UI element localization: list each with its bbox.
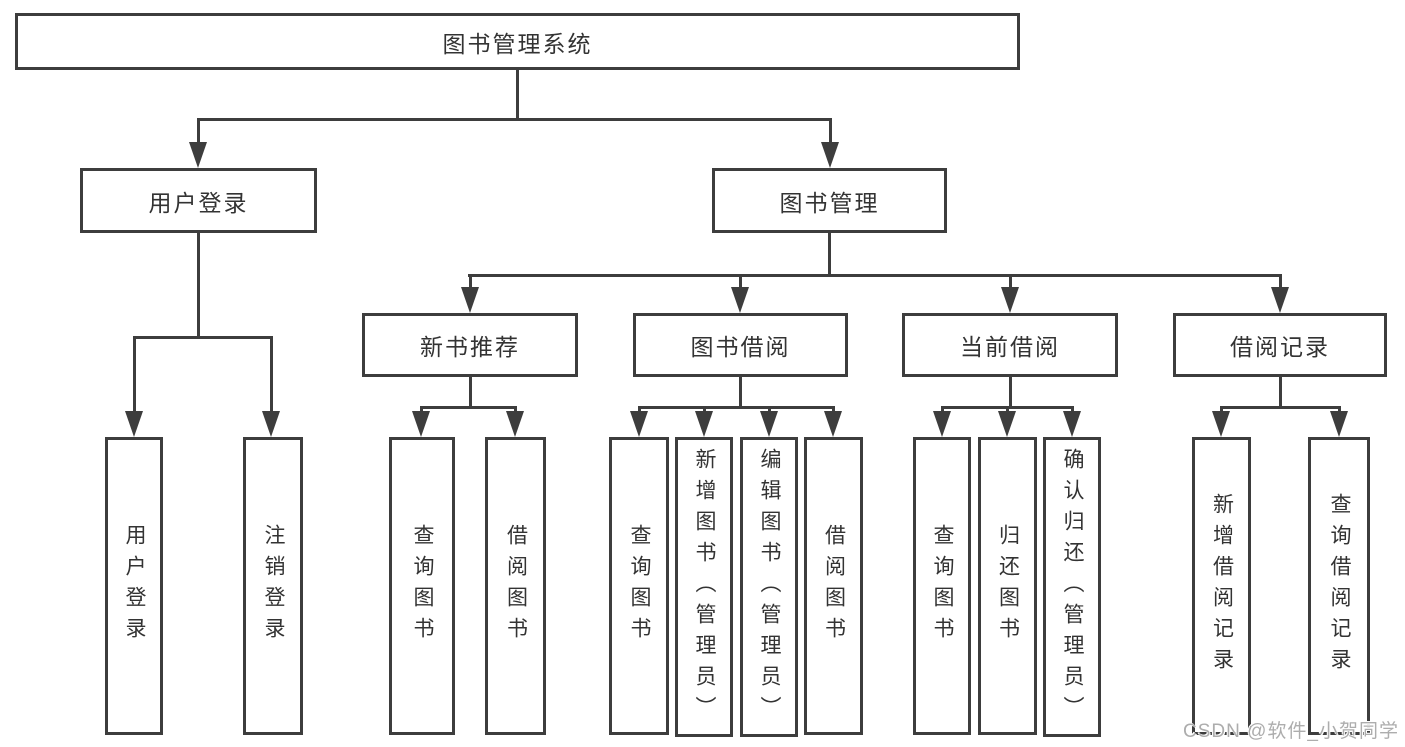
connector-line (1009, 274, 1012, 288)
connector-line (703, 406, 706, 412)
connector-line (514, 406, 517, 412)
node-new-book-recommend: 新书推荐 (362, 313, 578, 377)
arrow-down-icon (125, 411, 143, 437)
arrow-down-icon (1063, 411, 1081, 437)
connector-line (829, 118, 832, 143)
leaf-query-books-recommend: 查询图书 (389, 437, 455, 735)
arrow-down-icon (933, 411, 951, 437)
arrow-down-icon (821, 142, 839, 168)
arrow-down-icon (998, 411, 1016, 437)
arrow-down-icon (189, 142, 207, 168)
arrow-down-icon (506, 411, 524, 437)
connector-line (941, 406, 944, 412)
connector-line (516, 70, 519, 118)
node-current-borrow: 当前借阅 (902, 313, 1118, 377)
connector-line (270, 336, 273, 411)
node-book-management: 图书管理 (712, 168, 947, 233)
leaf-add-books-admin: 新增图书（管理员） (675, 437, 733, 737)
node-user-login: 用户登录 (80, 168, 317, 233)
leaf-query-books-current: 查询图书 (913, 437, 971, 735)
connector-line (739, 274, 742, 288)
connector-line (197, 233, 200, 336)
connector-line (638, 406, 641, 412)
leaf-query-borrow-record: 查询借阅记录 (1308, 437, 1370, 735)
arrow-down-icon (412, 411, 430, 437)
connector-line (1279, 377, 1282, 406)
connector-line (133, 336, 273, 339)
leaf-borrow-books: 借阅图书 (804, 437, 863, 735)
connector-line (1338, 406, 1341, 412)
arrow-down-icon (695, 411, 713, 437)
leaf-return-books: 归还图书 (978, 437, 1037, 735)
leaf-user-login: 用户登录 (105, 437, 163, 735)
leaf-borrow-books-recommend: 借阅图书 (485, 437, 546, 735)
connector-line (1009, 377, 1012, 406)
leaf-confirm-return-admin: 确认归还（管理员） (1043, 437, 1101, 737)
connector-line (468, 274, 1282, 277)
node-book-borrow: 图书借阅 (633, 313, 848, 377)
arrow-down-icon (262, 411, 280, 437)
connector-line (1220, 406, 1341, 409)
connector-line (832, 406, 835, 412)
arrow-down-icon (760, 411, 778, 437)
leaf-query-books-borrow: 查询图书 (609, 437, 669, 735)
arrow-down-icon (1001, 287, 1019, 313)
arrow-down-icon (630, 411, 648, 437)
leaf-add-borrow-record: 新增借阅记录 (1192, 437, 1251, 735)
connector-line (420, 406, 423, 412)
arrow-down-icon (461, 287, 479, 313)
node-borrow-record: 借阅记录 (1173, 313, 1387, 377)
leaf-logout: 注销登录 (243, 437, 303, 735)
connector-line (828, 233, 831, 274)
leaf-edit-books-admin: 编辑图书（管理员） (740, 437, 798, 737)
watermark: CSDN @软件_小贺同学 (1183, 721, 1399, 742)
arrow-down-icon (1212, 411, 1230, 437)
connector-line (197, 118, 200, 143)
connector-line (1279, 274, 1282, 288)
arrow-down-icon (824, 411, 842, 437)
connector-line (133, 336, 136, 411)
connector-line (638, 406, 835, 409)
connector-line (1071, 406, 1074, 412)
connector-line (469, 274, 472, 288)
connector-line (768, 406, 771, 412)
arrow-down-icon (731, 287, 749, 313)
connector-line (739, 377, 742, 406)
arrow-down-icon (1271, 287, 1289, 313)
connector-line (1220, 406, 1223, 412)
connector-line (197, 118, 832, 121)
node-root: 图书管理系统 (15, 13, 1020, 70)
connector-line (420, 406, 517, 409)
arrow-down-icon (1330, 411, 1348, 437)
connector-line (1006, 406, 1009, 412)
connector-line (469, 377, 472, 406)
